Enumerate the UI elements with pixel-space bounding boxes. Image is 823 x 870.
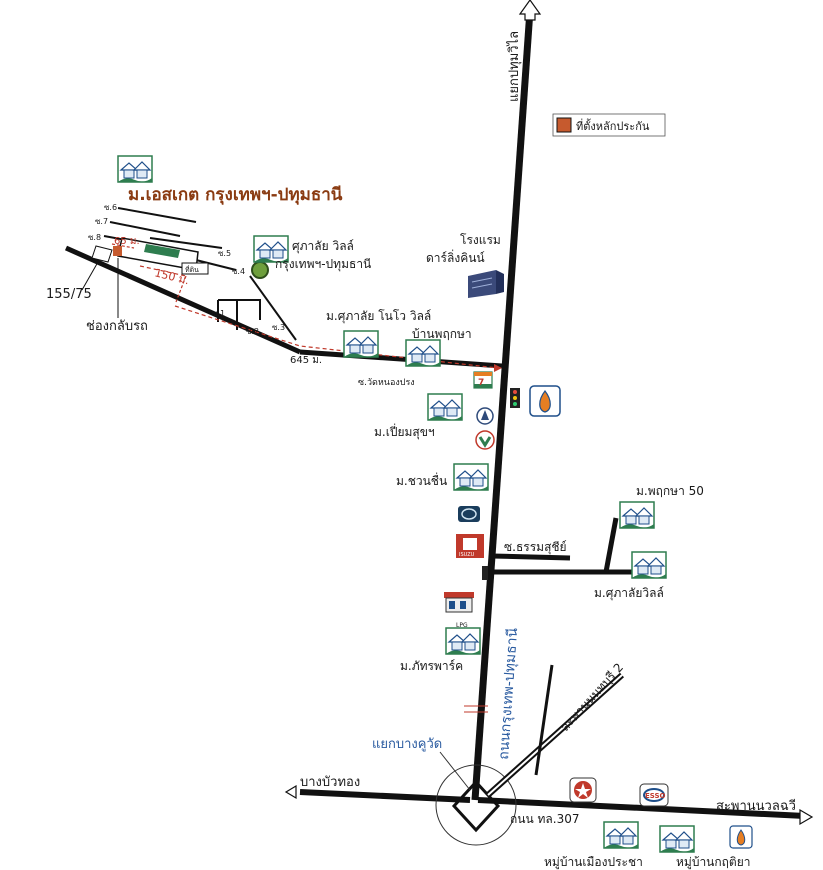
route-arrow xyxy=(494,364,502,372)
isuzu-icon: ISUZU xyxy=(456,534,484,558)
map-title: ม.เอสเกต กรุงเทพฯ-ปทุมธานี xyxy=(128,184,343,205)
bridge2-road-inner xyxy=(487,674,623,796)
piam-house-icon xyxy=(427,393,463,421)
supalaiville-label: ม.ศุภาลัยวิลล์ xyxy=(594,586,664,601)
collateral-marker xyxy=(113,246,122,256)
pruksa-house-icon xyxy=(405,339,441,367)
legend-frame xyxy=(552,113,666,137)
soi-line-5 xyxy=(149,237,223,249)
supalai-roundabout xyxy=(251,261,269,279)
hotel-icon xyxy=(468,270,504,298)
pruksa-label: บ้านพฤกษา xyxy=(412,327,472,341)
west-arrow xyxy=(284,784,297,800)
junction-circle xyxy=(435,764,517,846)
soi-wat-label: ซ.วัดหนองปรง xyxy=(358,378,415,388)
soi-line-6 xyxy=(117,207,197,223)
highway-307-east xyxy=(477,797,806,819)
novo-label: ม.ศุภาลัย โนโว วิลล์ xyxy=(326,309,431,324)
traffic-light-2-icon xyxy=(482,566,488,580)
ptt-small-icon xyxy=(729,825,753,849)
soi-line-3 xyxy=(249,275,297,341)
pointer-1 xyxy=(81,261,99,291)
phat-label: ม.ภัทรพาร์ค xyxy=(400,659,463,673)
bridge2-label: สะพานนนทบุรี 2 xyxy=(558,660,627,734)
title-house-icon xyxy=(117,155,153,183)
project-green xyxy=(144,244,180,258)
main-road xyxy=(471,9,534,801)
house-number: 155/75 xyxy=(46,287,92,302)
junction-pointer xyxy=(439,751,471,791)
hotel-line2: ดาร์ลิ่งคินน์ xyxy=(426,249,485,265)
soi-wat-road-2 xyxy=(299,349,503,369)
soi-1-label: ซ.1 xyxy=(212,309,225,318)
junction-label: แยกบางคูวัด xyxy=(372,737,442,752)
supalai-line1: ศุภาลัย วิลล์ xyxy=(292,239,354,254)
route-150 xyxy=(139,265,187,277)
soi-7-label: ซ.7 xyxy=(95,217,108,226)
highway-307-west xyxy=(299,789,471,803)
shell-icon xyxy=(458,506,480,522)
svg-text:7: 7 xyxy=(478,378,484,388)
north-label: แยกปทุมวิไล xyxy=(506,31,522,102)
soi-line-4 xyxy=(195,259,237,271)
lpg-station-icon xyxy=(444,592,474,613)
soi-thammasuchi-road xyxy=(491,553,571,561)
uturn-marker xyxy=(91,245,113,263)
soi-2-label: ซ.2 xyxy=(246,327,259,336)
seven-eleven-icon: 7 xyxy=(473,371,493,389)
piam-label: ม.เปี่ยมสุขฯ xyxy=(374,423,435,440)
pruksa50-road xyxy=(603,517,619,573)
traffic-light-icon xyxy=(510,388,520,408)
svg-text:ESSO: ESSO xyxy=(645,792,666,800)
pruksa50-label: ม.พฤกษา 50 xyxy=(636,484,704,498)
caltex-icon xyxy=(569,777,597,803)
west-label: บางบัวทอง xyxy=(300,775,360,790)
kritiya-house-icon xyxy=(659,825,695,853)
soi-thammasuchi-label: ซ.ธรรมสุชีย์ xyxy=(504,540,567,555)
esso-icon: ESSO xyxy=(639,783,669,807)
chuan-house-icon xyxy=(453,463,489,491)
lpg-label: LPG xyxy=(456,622,468,629)
junction-diamond xyxy=(451,779,501,833)
dist-645: 645 ม. xyxy=(290,355,322,366)
soi-line-2b xyxy=(218,299,261,320)
ptt-icon xyxy=(529,385,561,417)
land-sign-label: ที่ดิน xyxy=(185,265,199,274)
legend-swatch xyxy=(556,117,572,133)
north-arrow xyxy=(518,0,542,21)
supalai-line2: กรุงเทพฯ-ปทุมธานี xyxy=(275,257,371,272)
kritiya-label: หมู่บ้านกฤติยา xyxy=(676,855,750,870)
hotel-line1: โรงแรม xyxy=(460,233,501,247)
chuan-label: ม.ชวนชื่น xyxy=(396,472,447,488)
dist-65: 65 ม. xyxy=(114,236,140,247)
soi-4-label: ซ.4 xyxy=(232,267,245,276)
phat-house-icon xyxy=(445,627,481,655)
route-645 xyxy=(174,305,499,369)
main-road-label: ถนนกรุงเทพ-ปทุมธานี xyxy=(496,627,521,760)
bank-icon xyxy=(476,407,494,425)
supalaiville-house-icon xyxy=(631,551,667,579)
side-road xyxy=(534,664,554,776)
muang-label: หมู่บ้านเมืองประชา xyxy=(544,855,643,870)
kbank-icon xyxy=(475,430,495,450)
uturn-label: ช่องกลับรถ xyxy=(86,319,148,334)
east-label: สะพานนวลฉวี xyxy=(716,798,796,814)
route-65 xyxy=(111,243,135,249)
soi-line-7 xyxy=(109,221,181,237)
muang-house-icon xyxy=(603,821,639,849)
legend-label: ที่ตั้งหลักประกัน xyxy=(576,118,650,133)
soi-8-label: ซ.8 xyxy=(88,233,101,242)
soi-wat-road xyxy=(64,245,302,355)
soi-3-label: ซ.3 xyxy=(272,323,285,332)
land-sign xyxy=(181,262,209,275)
soi-6-label: ซ.6 xyxy=(104,203,117,212)
highway-label: ถนน ทล.307 xyxy=(510,812,579,826)
novo-house-icon xyxy=(343,330,379,358)
pruksa50-house-icon xyxy=(619,501,655,529)
east-arrow xyxy=(799,808,814,826)
soi-5-label: ซ.5 xyxy=(218,249,231,258)
svg-text:ISUZU: ISUZU xyxy=(459,552,475,558)
